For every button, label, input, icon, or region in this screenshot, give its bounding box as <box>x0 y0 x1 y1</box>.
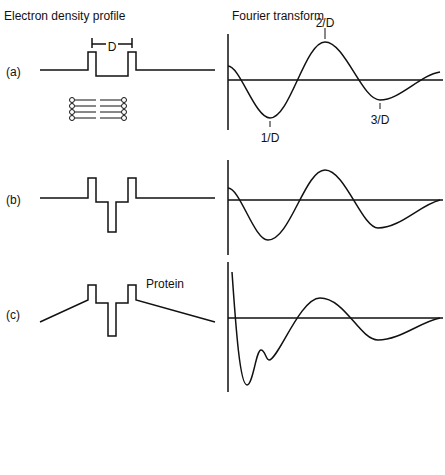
part-label: Protein <box>146 277 184 291</box>
label-anchor: 1/D <box>261 128 280 146</box>
label-anchor: D <box>106 37 119 55</box>
transform-curve <box>228 42 440 118</box>
tick-mark <box>270 28 380 127</box>
label-anchor: Fourier transform <box>232 6 324 24</box>
label-anchor: Electron density profile <box>4 6 125 24</box>
label-anchor: (c) <box>6 305 20 323</box>
axis-mark-label: 1/D <box>261 131 280 145</box>
transform-curve <box>228 170 440 240</box>
transform-curve <box>232 272 440 385</box>
transform-axes <box>228 262 443 392</box>
panel-label: (a) <box>6 65 21 79</box>
bilayer-icon <box>70 98 127 121</box>
transform-axes <box>228 34 443 130</box>
label-anchor: Protein <box>146 274 184 292</box>
axis-mark-label: 3/D <box>371 113 390 127</box>
panel-label: (b) <box>6 193 21 207</box>
density-profile <box>40 285 215 336</box>
label-anchor: (a) <box>6 62 21 80</box>
label-anchor: (b) <box>6 190 21 208</box>
label-anchor: 3/D <box>371 110 390 128</box>
axis-mark-label: 2/D <box>316 16 335 30</box>
density-profile <box>40 52 215 76</box>
label-anchor: 2/D <box>316 13 335 31</box>
panel-label: (c) <box>6 308 20 322</box>
column-heading: Electron density profile <box>4 9 125 23</box>
transform-axes <box>228 160 443 255</box>
density-profile <box>40 178 215 232</box>
column-heading: Fourier transform <box>232 9 324 23</box>
dimension-label: D <box>106 40 119 54</box>
